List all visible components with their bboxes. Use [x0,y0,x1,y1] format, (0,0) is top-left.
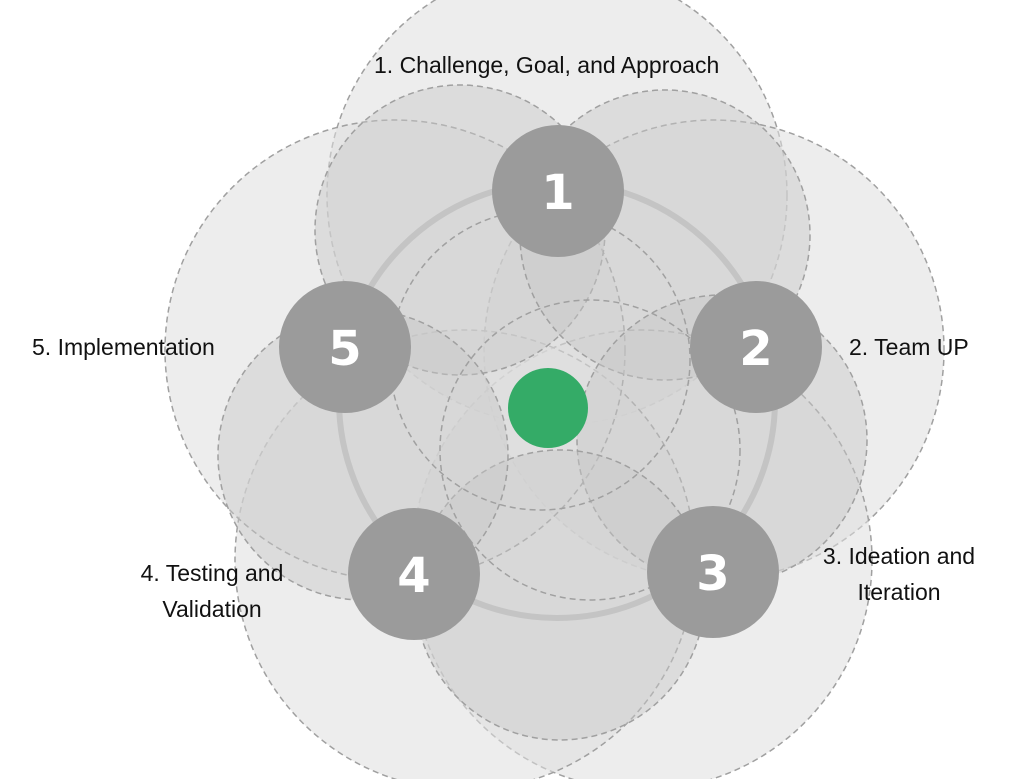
stage-node-2: 2 [690,281,822,413]
stage-label-3-line-1: 3. Ideation and [822,543,976,569]
stage-label-4-line-1: 4. Testing and [140,560,284,586]
stage-label-3-line-2: Iteration [857,579,941,605]
stage-node-3: 3 [647,506,779,638]
stage-node-5: 5 [279,281,411,413]
stage-label-4: 4. Testing and Validation [128,555,296,627]
stage-label-1: 1. Challenge, Goal, and Approach [374,47,719,83]
stage-number-5: 5 [328,321,361,377]
stage-node-4: 4 [348,508,480,640]
stage-label-4-line-2: Validation [162,596,262,622]
stage-number-3: 3 [696,546,729,602]
stage-label-3: 3. Ideation and Iteration [810,538,988,610]
stage-label-5: 5. Implementation [32,329,215,365]
stage-label-1-line-1: 1. Challenge, Goal, and Approach [374,52,720,78]
stage-number-1: 1 [541,165,574,221]
center-dashed-2 [439,299,741,601]
center-dot [508,368,588,448]
stage-node-1: 1 [492,125,624,257]
stage-number-2: 2 [739,321,772,377]
stage-label-5-line-1: 5. Implementation [32,334,215,360]
stage-label-2-line-1: 2. Team UP [849,334,969,360]
stage-number-4: 4 [397,548,430,604]
stage-label-2: 2. Team UP [849,329,969,365]
